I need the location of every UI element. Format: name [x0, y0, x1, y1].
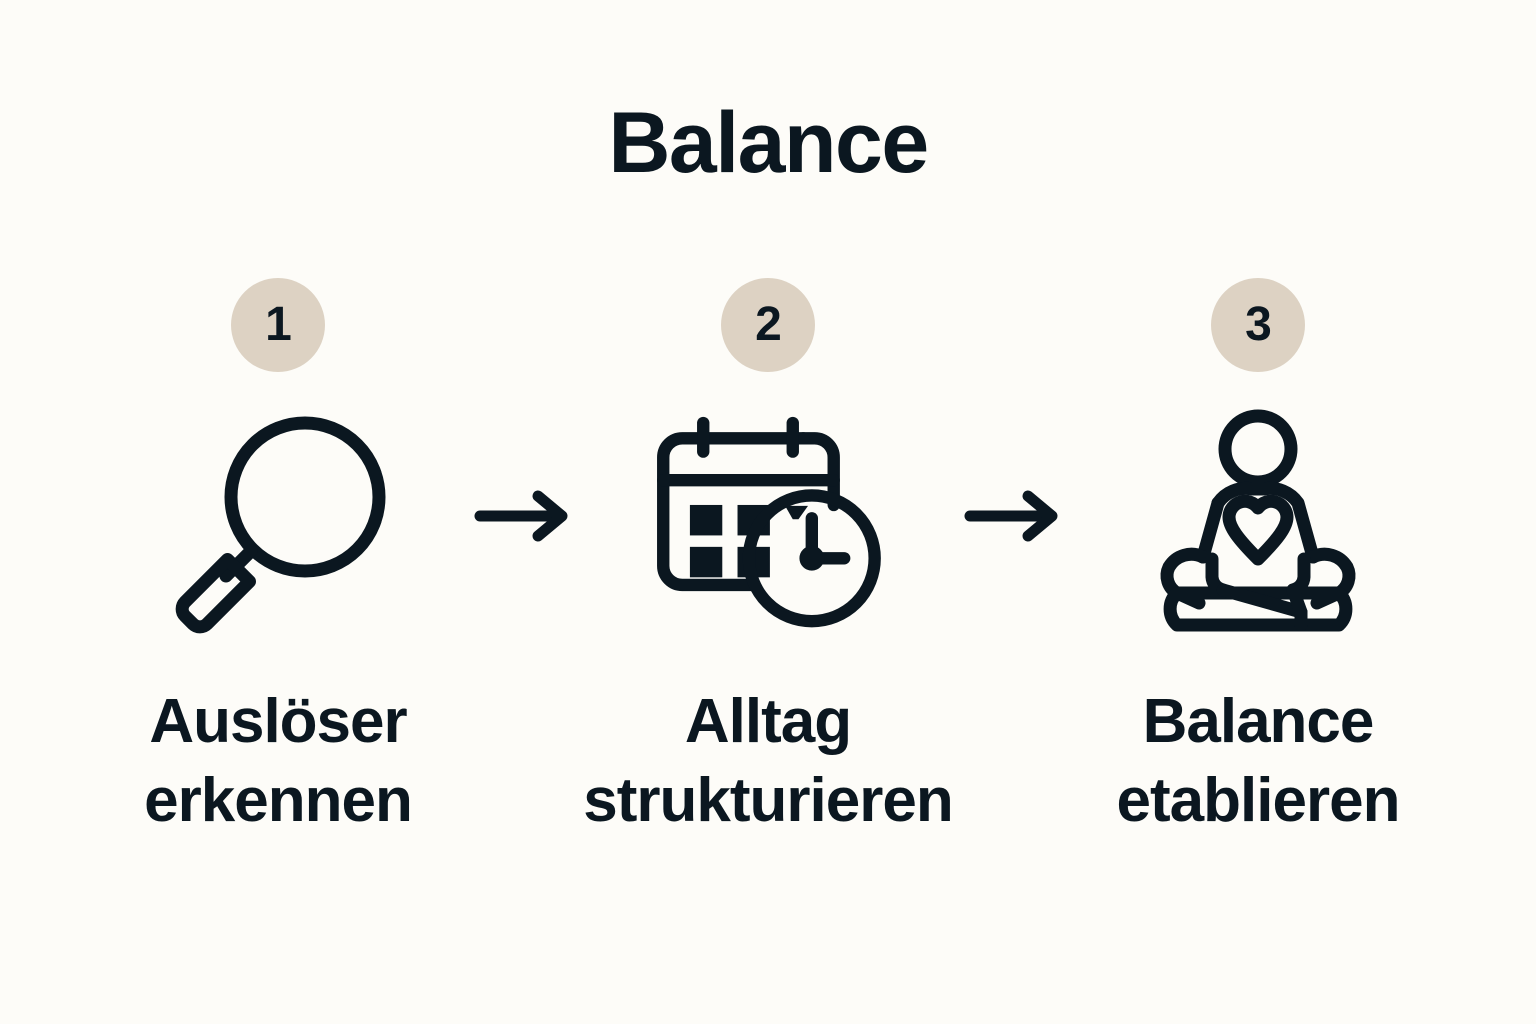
step-1-number: 1	[265, 298, 292, 351]
step-2-number: 2	[755, 298, 782, 351]
step-3-number: 3	[1245, 298, 1272, 351]
meditating-person-heart-icon	[1160, 409, 1356, 632]
calendar-clock-icon	[657, 416, 881, 628]
step-2-number-badge: 2	[721, 278, 815, 372]
arrow-right-icon	[474, 490, 568, 542]
step-2: 2	[582, 278, 954, 841]
process-steps: 1 Auslöser erkennen 2	[0, 278, 1536, 878]
page-title: Balance	[608, 95, 929, 191]
step-1: 1 Auslöser erkennen	[92, 278, 464, 841]
step-3-icon	[1138, 404, 1378, 644]
connector-1	[464, 278, 582, 544]
step-1-icon	[158, 404, 398, 644]
step-2-caption: Alltag strukturieren	[583, 687, 953, 836]
step-3-number-badge: 3	[1211, 278, 1305, 372]
connector-2	[954, 278, 1072, 544]
arrow-right-icon	[964, 490, 1058, 542]
step-3-caption: Balance etablieren	[1116, 687, 1401, 836]
step-1-number-badge: 1	[231, 278, 325, 372]
step-3: 3	[1072, 278, 1444, 841]
magnifying-glass-icon	[175, 416, 386, 634]
step-2-icon	[648, 404, 888, 644]
step-1-caption: Auslöser erkennen	[144, 687, 413, 836]
